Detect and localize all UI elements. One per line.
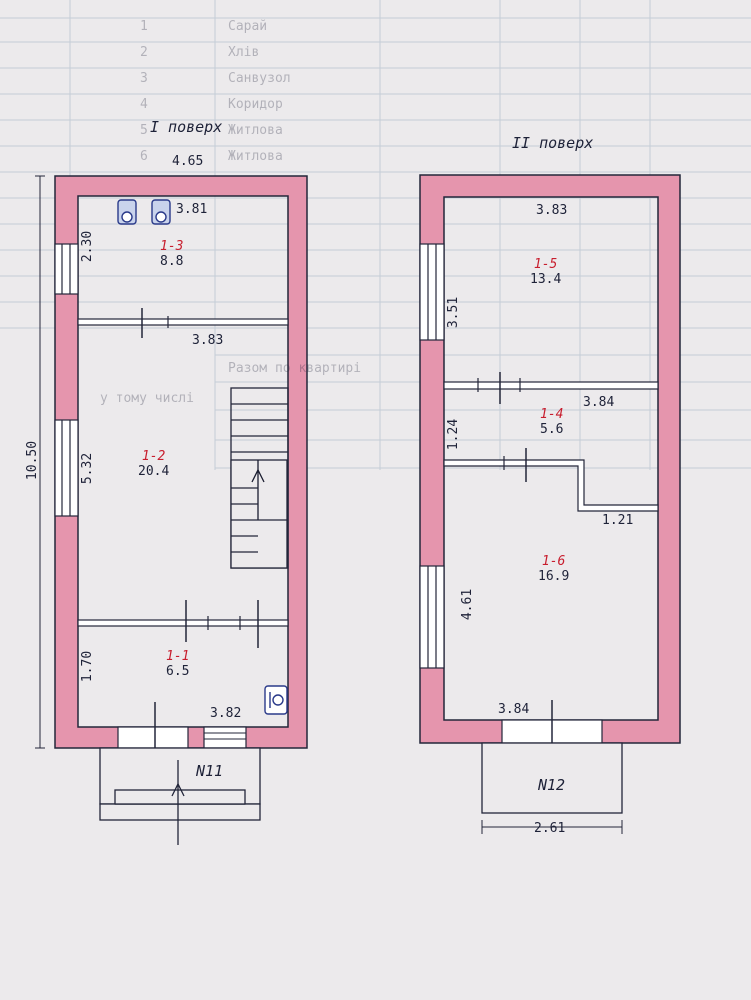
floor2-room4-height: 1.24 [446,418,462,451]
floor2-room6-width: 3.84 [498,702,530,717]
room-1-2-area: 20.4 [138,463,170,479]
floor1-plan [54,175,308,845]
floor2-room6-height: 4.61 [460,588,476,621]
floor1-room2-width: 3.83 [192,333,224,348]
room-1-2-label: 1-2 [141,449,166,464]
floor2-room5-width: 3.83 [536,203,568,218]
room-1-5-area: 13.4 [530,271,562,287]
floor1-partition-top [77,318,289,326]
floor1-room3-width: 3.81 [176,202,208,217]
floor1-room2-height: 5.32 [80,452,96,485]
floor1-partition-bottom [77,619,289,627]
floor1-porch-number: N11 [196,762,224,780]
floor2-porch [481,742,623,814]
floor2-window-top [419,243,445,341]
room-1-3-area: 8.8 [160,253,184,269]
floor2-porch-width: 2.61 [534,821,566,836]
room-1-3-label: 1-3 [160,239,184,254]
floor1-walls [54,175,308,749]
floor1-window-middle [54,419,79,517]
floor2-room4-width: 3.84 [583,395,615,410]
floor2-window-bottom [419,565,445,669]
floor1-title: I поверх [150,118,223,136]
room-1-4: 1-4 5.6 [540,407,564,438]
room-1-6-area: 16.9 [538,568,570,584]
floor2-porch-number: N12 [538,776,566,794]
floor1-overall-height: 10.50 [25,440,41,481]
room-1-5: 1-5 13.4 [530,257,562,288]
toilet-icon [117,199,171,225]
floor2-room5-height: 3.51 [446,296,462,329]
floor1-room3-window: 2.30 [80,230,96,263]
floor1-overall-width: 4.65 [172,154,204,169]
dimension-lines [35,175,45,749]
room-1-1-label: 1-1 [166,649,190,664]
room-1-6-label: 1-6 [541,554,566,569]
boiler-icon [264,685,288,715]
room-1-2: 1-2 20.4 [138,449,170,480]
floor1-room1-height: 1.70 [80,650,96,683]
room-1-5-label: 1-5 [533,257,558,272]
floor2-plan [419,174,681,834]
floor1-room1-width: 3.82 [210,706,242,721]
floor1-staircase [230,387,289,569]
room-1-6: 1-6 16.9 [538,554,570,585]
background-table-grid [0,0,751,470]
room-1-3: 1-3 8.8 [160,239,184,270]
floor1-porch [99,747,261,845]
floor2-walls [419,174,681,744]
floor2-step-partition [443,459,659,512]
room-1-4-label: 1-4 [540,407,564,422]
floor2-step-width: 1.21 [602,513,634,528]
room-1-1: 1-1 6.5 [166,649,190,680]
floor1-window-top [54,243,79,295]
room-1-4-area: 5.6 [540,421,564,437]
room-1-1-area: 6.5 [166,663,190,679]
floor2-title: II поверх [512,134,594,152]
